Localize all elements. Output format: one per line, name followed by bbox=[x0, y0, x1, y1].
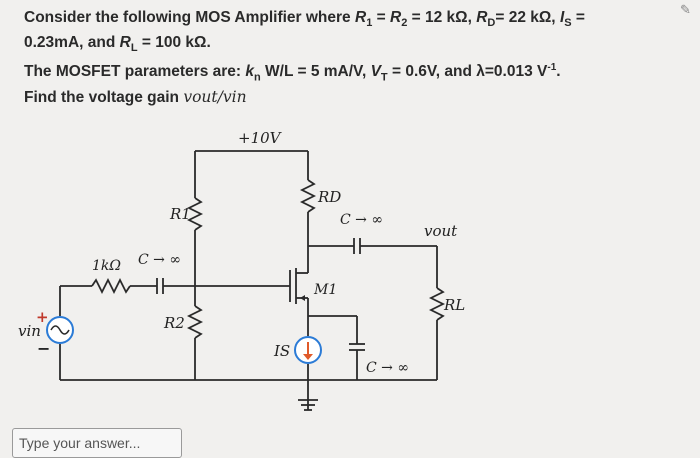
r1-label: R1 bbox=[169, 205, 191, 223]
c-in-label: C → ∞ bbox=[138, 252, 181, 268]
r2-resistor bbox=[186, 305, 204, 339]
problem-line-1: Consider the following MOS Amplifier whe… bbox=[24, 9, 585, 30]
pin-icon[interactable]: ✎ bbox=[680, 2, 691, 17]
m1-arrow bbox=[300, 295, 305, 301]
supply-label: +10V bbox=[238, 129, 283, 147]
rl-label: RL bbox=[443, 296, 465, 314]
m1-label: M1 bbox=[313, 282, 337, 298]
c-source-label: C → ∞ bbox=[366, 360, 409, 376]
rs-label: 1kΩ bbox=[92, 258, 121, 274]
rd-resistor bbox=[299, 179, 317, 213]
problem-statement: Consider the following MOS Amplifier whe… bbox=[24, 8, 684, 108]
vout-label: vout bbox=[424, 222, 458, 240]
rs-resistor bbox=[91, 277, 131, 295]
vin-minus: − bbox=[37, 339, 50, 358]
circuit-diagram: +10V R1 R2 RD RL 1kΩ C → ∞ C → ∞ C → ∞ M… bbox=[18, 129, 465, 411]
r2-label: R2 bbox=[163, 314, 185, 332]
is-label: IS bbox=[273, 342, 290, 360]
r1-resistor bbox=[186, 197, 204, 231]
problem-line-3: The MOSFET parameters are: kn W/L = 5 mA… bbox=[24, 62, 561, 84]
rl-resistor bbox=[428, 287, 446, 321]
c-out-label: C → ∞ bbox=[340, 212, 383, 228]
problem-line-2: 0.23mA, and RL = 100 kΩ. bbox=[24, 34, 211, 55]
vin-plus: + bbox=[36, 308, 49, 326]
rd-label: RD bbox=[317, 188, 341, 206]
answer-input[interactable] bbox=[12, 428, 182, 458]
problem-line-4: Find the voltage gain vout/vin bbox=[24, 88, 247, 107]
vin-label: vin bbox=[18, 322, 41, 340]
